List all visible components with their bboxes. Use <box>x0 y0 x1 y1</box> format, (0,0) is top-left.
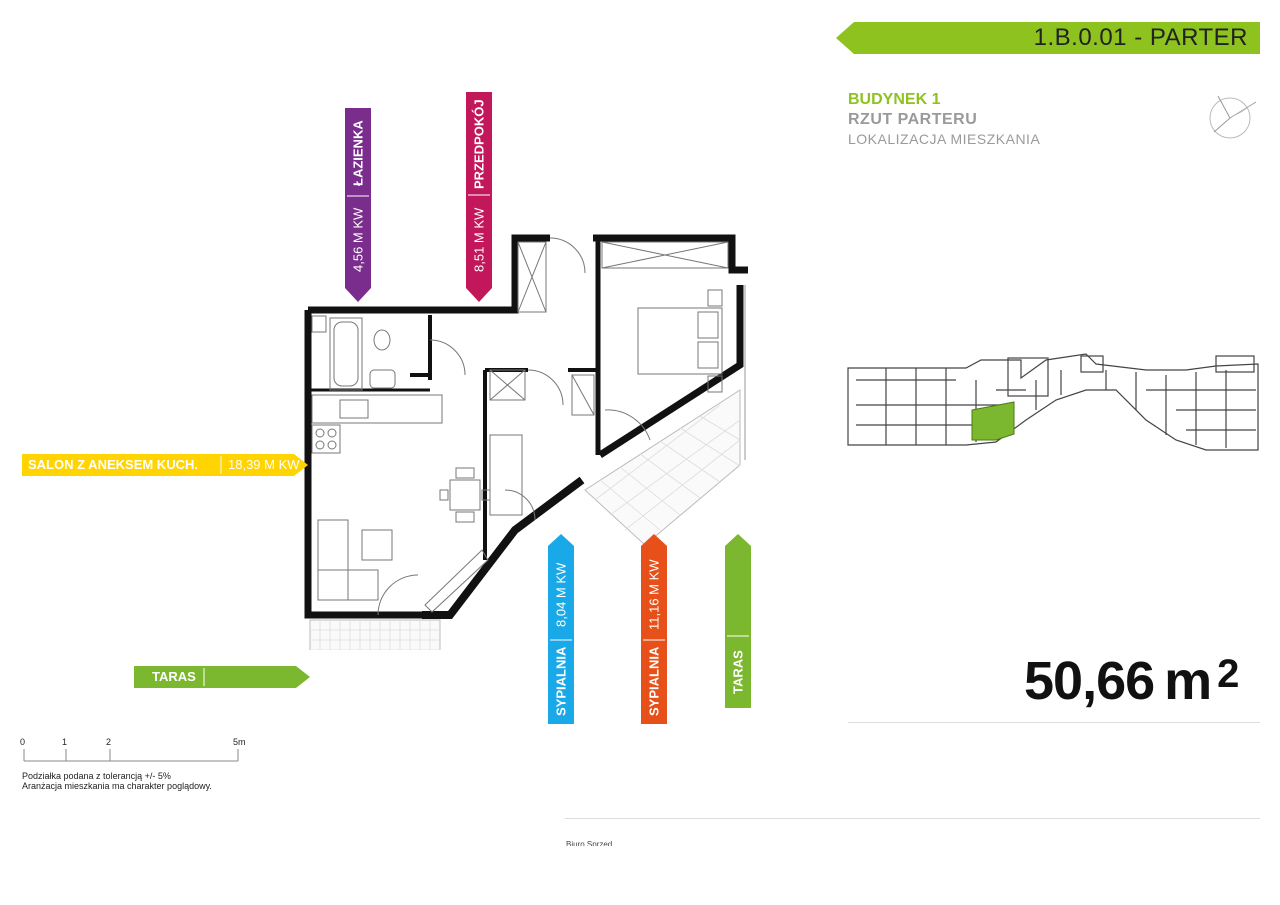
note-tolerance: Podziałka podana z tolerancją +/- 5% <box>22 771 171 781</box>
location-label: LOKALIZACJA MIESZKANIA <box>848 131 1041 147</box>
room-area-lazienka: 4,56 M KW <box>350 207 366 273</box>
building-site-plan <box>847 353 1259 451</box>
tag-shape-taras-right <box>725 534 751 708</box>
room-area-przedpokoj: 8,51 M KW <box>471 207 487 273</box>
room-tag-lazienka: ŁAZIENKA 4,56 M KW <box>345 108 371 302</box>
terrace-left <box>309 619 441 650</box>
floor-plan <box>304 234 748 650</box>
area-exponent: 2 <box>1217 652 1239 696</box>
tag-shape-lazienka <box>345 108 371 302</box>
unit-code: 1.B.0.01 - PARTER <box>1033 24 1248 51</box>
scale-bar: 0 1 2 5m <box>20 737 260 767</box>
scale-ruler <box>23 749 239 762</box>
header-arrow-shape <box>836 22 1260 54</box>
compass-icon <box>1209 95 1257 139</box>
tag-shape-sypialnia-2 <box>641 534 667 724</box>
tag-shape-salon <box>22 454 308 476</box>
room-tag-taras-right: TARAS <box>725 534 751 708</box>
room-name-lazienka: ŁAZIENKA <box>350 120 366 186</box>
area-unit: m <box>1164 651 1212 711</box>
room-name-sypialnia-2: SYPIALNIA <box>646 646 662 716</box>
room-tag-sypialnia-2: 11,16 M KW SYPIALNIA <box>641 534 667 724</box>
area-value: 50,66 <box>1024 651 1155 711</box>
office-label: Biuro Sprzed <box>566 840 613 846</box>
scale-label-0: 0 <box>20 737 26 747</box>
building-name: BUDYNEK 1 <box>848 91 941 108</box>
room-area-sypialnia-1: 8,04 M KW <box>553 562 569 628</box>
floor-name: RZUT PARTERU <box>848 111 978 128</box>
room-tag-salon: SALON Z ANEKSEM KUCH. 18,39 M KW <box>22 454 308 476</box>
room-name-salon: SALON Z ANEKSEM KUCH. <box>28 457 198 472</box>
room-tag-przedpokoj: PRZEDPOKÓJ 8,51 M KW <box>466 92 492 302</box>
tag-shape-sypialnia-1 <box>548 534 574 724</box>
room-area-salon: 18,39 M KW <box>228 457 300 472</box>
note-arrangement: Aranżacja mieszkania ma charakter pogląd… <box>22 781 212 791</box>
unit-header-bar: 1.B.0.01 - PARTER <box>836 22 1260 54</box>
scale-label-5m: 5m <box>233 737 246 747</box>
room-name-sypialnia-1: SYPIALNIA <box>553 646 569 716</box>
scale-label-2: 2 <box>106 737 112 747</box>
divider-line <box>848 722 1260 723</box>
room-tag-sypialnia-1: 8,04 M KW SYPIALNIA <box>548 534 574 724</box>
room-name-taras-right: TARAS <box>730 650 746 694</box>
room-tag-taras-left: TARAS <box>134 666 310 688</box>
room-name-taras-left: TARAS <box>152 669 196 684</box>
scale-label-1: 1 <box>62 737 68 747</box>
tag-shape-przedpokoj <box>466 92 492 302</box>
room-area-sypialnia-2: 11,16 M KW <box>646 559 662 631</box>
divider-line-bottom <box>565 818 1260 819</box>
room-name-przedpokoj: PRZEDPOKÓJ <box>471 99 487 190</box>
apartment-highlight <box>971 401 1015 441</box>
tag-shape-taras-left <box>134 666 310 688</box>
terrace-right <box>584 389 741 546</box>
